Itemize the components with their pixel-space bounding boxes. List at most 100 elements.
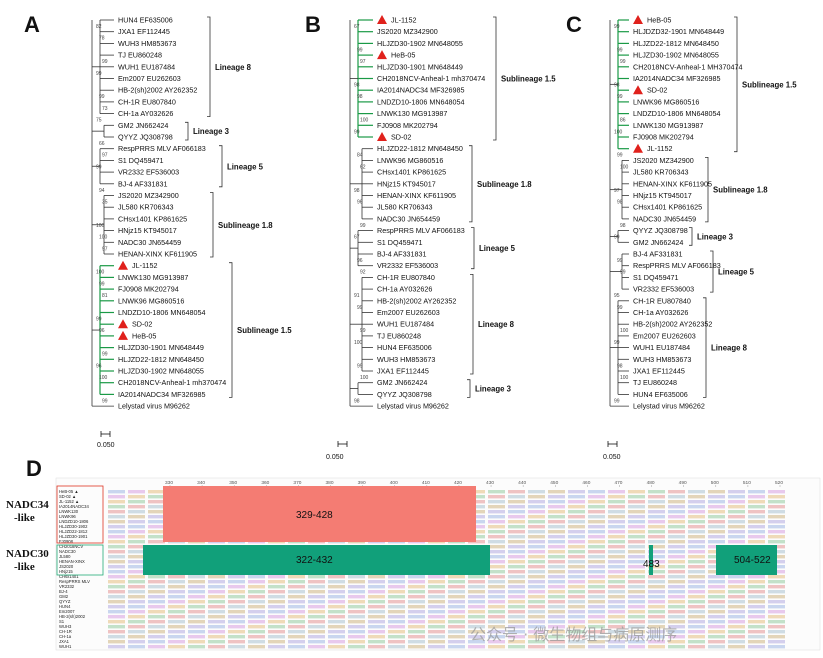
residue-block <box>548 645 565 649</box>
residue-block <box>528 580 545 584</box>
residue-block <box>448 635 465 639</box>
residue-block <box>488 615 505 619</box>
residue-block <box>628 575 645 579</box>
residue-block <box>688 530 705 534</box>
bootstrap-value: 73 <box>102 106 108 112</box>
red-triangle-icon <box>377 132 387 141</box>
residue-block <box>348 625 365 629</box>
residue-block <box>548 505 565 509</box>
residue-block <box>548 540 565 544</box>
lineage-label: Lineage 3 <box>697 232 734 241</box>
residue-block <box>628 520 645 524</box>
residue-block <box>608 490 625 494</box>
residue-block <box>128 590 145 594</box>
tree-leaf-label: GM2 JN662424 <box>633 238 683 247</box>
bootstrap-value: 97 <box>614 188 620 194</box>
residue-block <box>548 580 565 584</box>
residue-block <box>148 530 165 534</box>
residue-block <box>708 645 725 649</box>
residue-block <box>168 590 185 594</box>
residue-block <box>208 620 225 624</box>
residue-block <box>408 640 425 644</box>
bootstrap-value: 82 <box>96 24 102 30</box>
tree-leaf-label: HLJZD30-1902 MN648055 <box>633 51 719 60</box>
residue-block <box>248 600 265 604</box>
residue-block <box>748 520 765 524</box>
tree-leaf-label: SD-02 <box>647 86 667 95</box>
residue-block <box>248 640 265 644</box>
bootstrap-value: 99 <box>357 305 363 311</box>
residue-block <box>688 625 705 629</box>
residue-block <box>348 600 365 604</box>
residue-block <box>648 630 665 634</box>
tree-leaf-label: CH2018NCV-Anheal-1 MH370474 <box>633 62 742 71</box>
residue-block <box>728 540 745 544</box>
residue-block <box>708 490 725 494</box>
residue-block <box>668 495 685 499</box>
residue-block <box>348 610 365 614</box>
residue-block <box>748 595 765 599</box>
residue-block <box>728 495 745 499</box>
residue-block <box>528 640 545 644</box>
residue-block <box>668 555 685 559</box>
residue-block <box>248 605 265 609</box>
tree-leaf-label: HLJZD30-1901 MN648449 <box>377 62 463 71</box>
lineage-label: Lineage 3 <box>475 385 512 394</box>
tree-leaf-label: HNjz15 KT945017 <box>118 226 177 235</box>
residue-block <box>148 495 165 499</box>
residue-block <box>708 610 725 614</box>
scale-bar-a: 0.050 <box>97 431 115 449</box>
watermark-text: 公众号 · 微生物组与病原测序 <box>470 625 677 644</box>
bootstrap-value: 84 <box>357 153 363 159</box>
residue-block <box>488 575 505 579</box>
residue-block <box>768 620 785 624</box>
residue-block <box>708 600 725 604</box>
residue-block <box>528 575 545 579</box>
tree-leaf-label: LNDZD10-1806 MN648054 <box>633 109 721 118</box>
residue-block <box>348 620 365 624</box>
residue-block <box>228 575 245 579</box>
red-triangle-icon <box>633 85 643 95</box>
residue-block <box>168 585 185 589</box>
bootstrap-value: 86 <box>620 118 626 124</box>
residue-block <box>208 625 225 629</box>
residue-block <box>548 550 565 554</box>
residue-block <box>768 525 785 529</box>
residue-block <box>188 620 205 624</box>
residue-block <box>568 565 585 569</box>
ruler-tick-label: 390 <box>358 480 366 486</box>
residue-block <box>528 490 545 494</box>
bootstrap-value: 67 <box>354 235 360 241</box>
residue-block <box>488 595 505 599</box>
bootstrap-value: 98 <box>620 223 626 229</box>
tree-leaf-label: WUH3 HM853673 <box>633 355 691 364</box>
residue-block <box>248 630 265 634</box>
residue-block <box>228 645 245 649</box>
ruler-tick-label: 460 <box>582 480 590 486</box>
bootstrap-value: 98 <box>354 188 360 194</box>
bootstrap-value: 100 <box>360 375 369 381</box>
residue-block <box>328 610 345 614</box>
residue-block <box>508 615 525 619</box>
residue-block <box>728 610 745 614</box>
bootstrap-value: 97 <box>102 246 108 252</box>
residue-block <box>508 530 525 534</box>
residue-block <box>568 585 585 589</box>
residue-block <box>168 575 185 579</box>
residue-block <box>668 630 685 634</box>
residue-block <box>448 595 465 599</box>
ruler-tick-label: 430 <box>486 480 494 486</box>
tree-leaf-label: FJ0908 MK202794 <box>633 133 694 142</box>
residue-block <box>548 565 565 569</box>
residue-block <box>688 535 705 539</box>
tree-leaf-label: HeB-05 <box>391 51 415 60</box>
residue-block <box>108 610 125 614</box>
residue-block <box>188 635 205 639</box>
residue-block <box>448 590 465 594</box>
residue-block <box>468 495 485 499</box>
tree-leaf-label: CHsx1401 KP861625 <box>118 214 187 223</box>
residue-block <box>568 590 585 594</box>
bootstrap-value: 99 <box>617 153 623 159</box>
residue-block <box>688 645 705 649</box>
residue-block <box>108 525 125 529</box>
